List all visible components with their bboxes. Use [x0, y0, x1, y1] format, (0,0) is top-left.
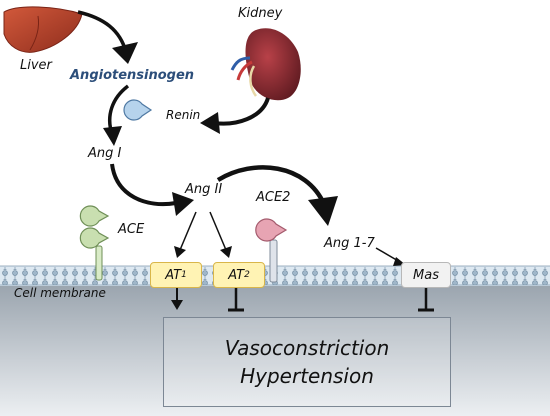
ang2-to-ang17-arrow: [216, 165, 338, 226]
outcome-box: Vasoconstriction Hypertension: [163, 317, 451, 407]
at1-stimulate-arrow: [171, 288, 183, 310]
cell-interior: [0, 284, 550, 416]
ace2-label: ACE2: [256, 190, 291, 205]
at2-label: AT: [228, 267, 245, 283]
ang2-to-at1-arrow: [174, 211, 197, 258]
ang1-label: Ang I: [88, 146, 122, 161]
renin-pacman-icon: [123, 99, 153, 121]
kidney-icon: [230, 28, 301, 101]
ang2-to-at2-arrow: [209, 211, 232, 258]
ang2-label: Ang II: [185, 182, 223, 197]
liver-icon: [3, 6, 83, 53]
angiotensinogen-to-ang1-arrow: [103, 84, 130, 146]
liver-to-angiotensinogen-arrow: [77, 10, 138, 64]
ace2-enzyme-icon: [255, 218, 288, 283]
liver-label: Liver: [20, 58, 52, 73]
mas-receptor: Mas: [401, 262, 451, 288]
vasoconstriction-label: Vasoconstriction: [224, 336, 390, 360]
at2-subscript: 2: [244, 270, 250, 280]
mas-label: Mas: [413, 267, 439, 283]
at2-inhibit-bar: [228, 288, 244, 312]
mas-inhibit-bar: [418, 288, 434, 312]
hypertension-label: Hypertension: [240, 364, 374, 388]
kidney-label: Kidney: [238, 6, 283, 21]
ace-enzyme-icon: [79, 205, 110, 281]
renin-label: Renin: [166, 108, 201, 122]
kidney-to-renin-arrow: [200, 97, 270, 134]
at1-label: AT: [165, 267, 182, 283]
ang17-label: Ang 1-7: [324, 236, 375, 251]
cell-membrane-label: Cell membrane: [14, 286, 106, 300]
at1-subscript: 1: [181, 270, 187, 280]
angiotensinogen-label: Angiotensinogen: [70, 68, 195, 83]
ang1-to-ang2-arrow: [110, 163, 194, 216]
ace-label: ACE: [118, 222, 145, 237]
